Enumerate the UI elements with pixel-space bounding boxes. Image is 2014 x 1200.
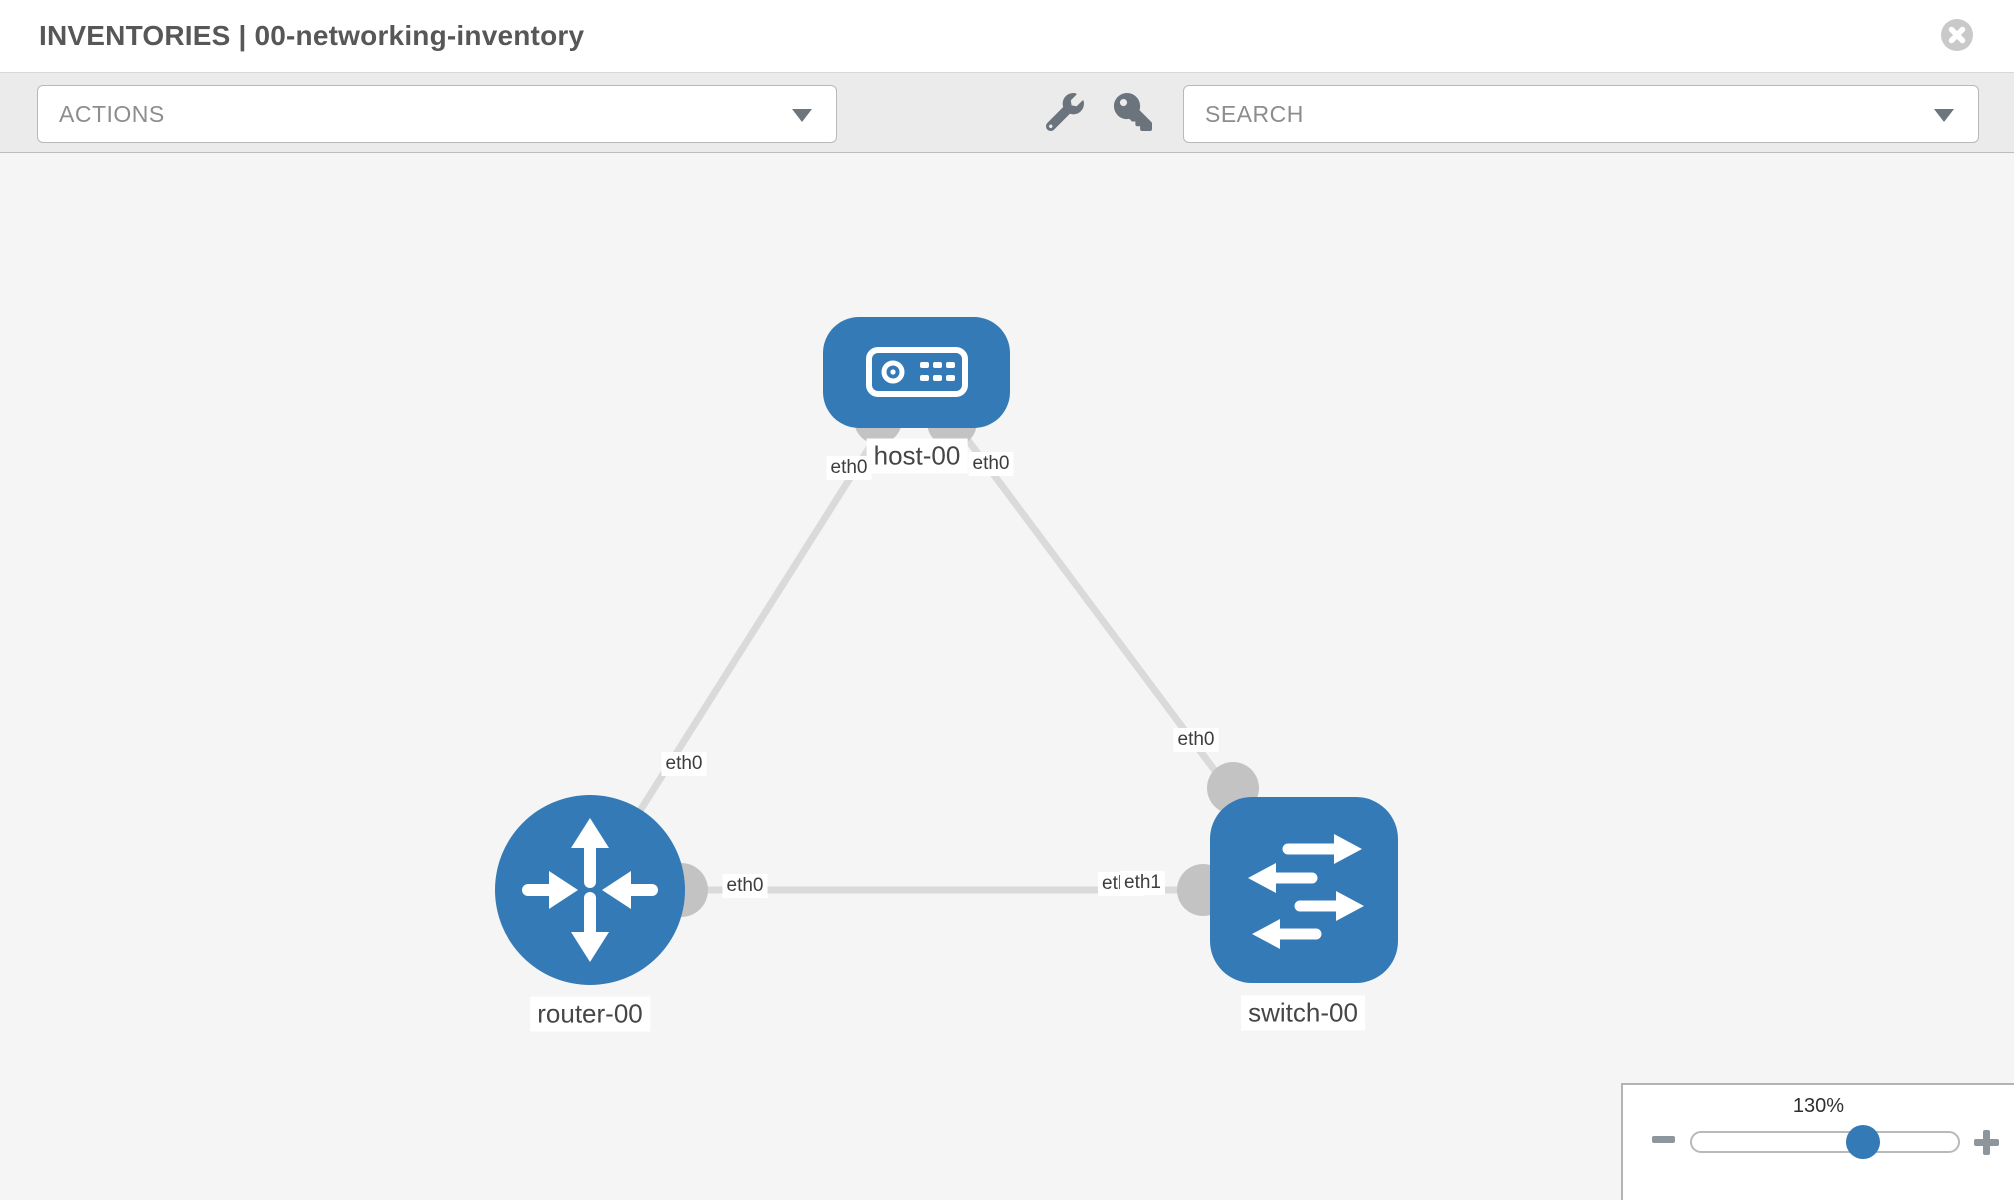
- search-dropdown[interactable]: SEARCH: [1183, 85, 1979, 143]
- router-icon: [522, 818, 658, 962]
- node-label-switch: switch-00: [1241, 995, 1365, 1031]
- link-endpoints: [654, 396, 1259, 917]
- interface-label-host-router-routerside: eth0: [661, 752, 707, 776]
- actions-dropdown[interactable]: ACTIONS: [37, 85, 837, 143]
- zoom-slider[interactable]: [1690, 1131, 1960, 1153]
- interface-label-host-router-hostside: eth0: [826, 456, 872, 480]
- header: INVENTORIES | 00-networking-inventory: [0, 0, 2014, 73]
- node-label-host: host-00: [866, 438, 968, 474]
- zoom-out-button[interactable]: [1652, 1136, 1675, 1143]
- page-title: INVENTORIES | 00-networking-inventory: [39, 20, 585, 51]
- toolbar: ACTIONS SEARCH: [0, 73, 2014, 153]
- node-host[interactable]: [823, 317, 1010, 428]
- zoom-slider-thumb[interactable]: [1846, 1125, 1880, 1159]
- zoom-in-button[interactable]: [1974, 1130, 1999, 1155]
- host-icon: [866, 347, 968, 397]
- key-icon[interactable]: [1114, 93, 1152, 131]
- interface-label-host-switch-hostside: eth0: [968, 452, 1014, 476]
- interface-label-router-switch-routerside: eth0: [722, 874, 768, 898]
- node-switch[interactable]: [1210, 797, 1398, 983]
- topology-background: [0, 153, 2014, 1200]
- interface-label-router-switch-switchside: eth1: [1120, 871, 1165, 895]
- switch-icon: [1248, 834, 1364, 949]
- actions-dropdown-label: ACTIONS: [59, 100, 165, 127]
- close-icon[interactable]: [1940, 18, 1974, 52]
- chevron-down-icon: [1934, 109, 1954, 122]
- search-dropdown-label: SEARCH: [1205, 100, 1304, 127]
- zoom-panel: 130%: [1621, 1083, 2014, 1200]
- chevron-down-icon: [792, 109, 812, 122]
- node-label-router: router-00: [530, 996, 650, 1032]
- wrench-icon[interactable]: [1046, 93, 1084, 131]
- node-router[interactable]: [495, 795, 685, 985]
- plus-icon: [1983, 1130, 1990, 1155]
- zoom-level: 130%: [1792, 1095, 1845, 1117]
- interface-label-host-switch-switchside: eth0: [1173, 728, 1219, 752]
